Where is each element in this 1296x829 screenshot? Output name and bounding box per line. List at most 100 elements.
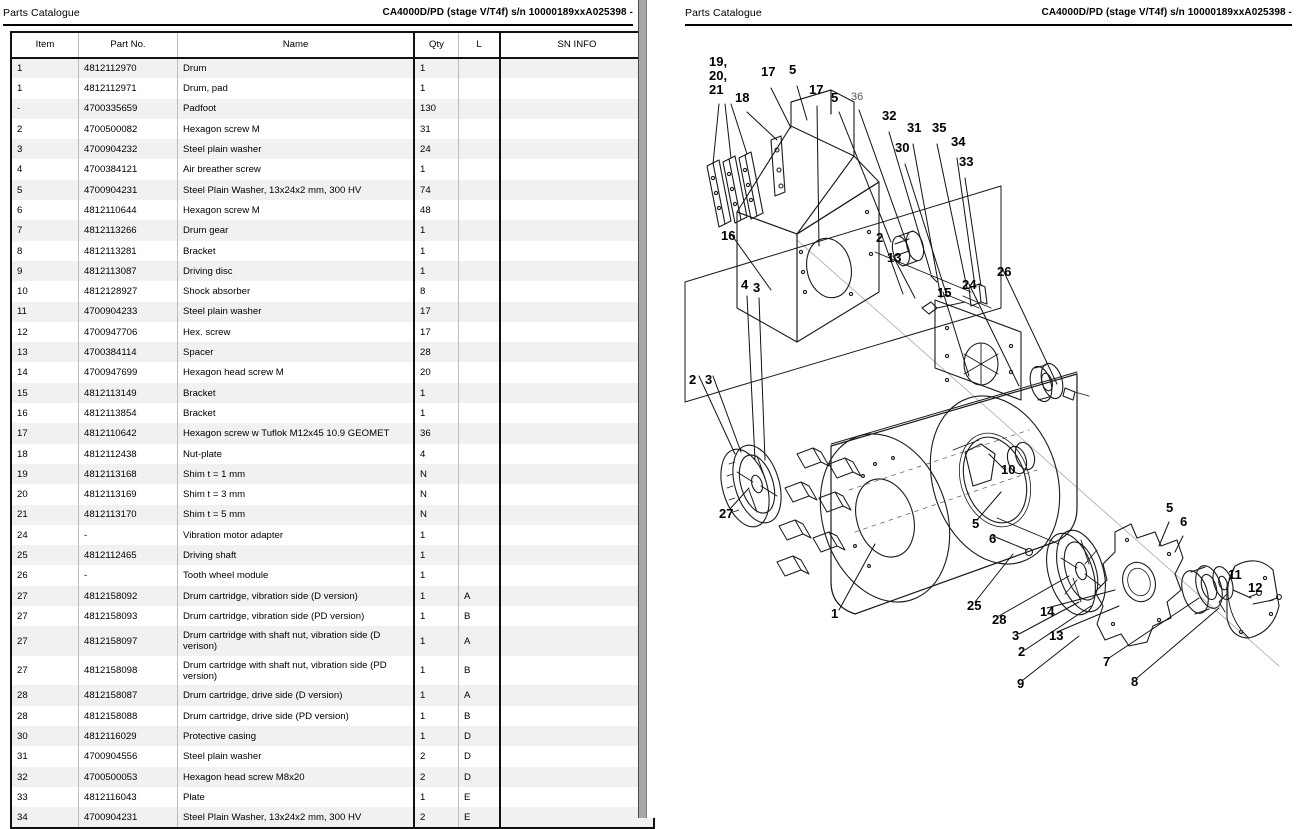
- cell-item: 6: [10, 200, 79, 221]
- cell-qty: 1: [413, 626, 459, 656]
- protective-casing-8: [1218, 560, 1280, 639]
- small-fasteners-30-32: [921, 275, 992, 315]
- column-header-sn-info: SN INFO: [499, 31, 655, 59]
- callout-c9: 9: [1017, 676, 1024, 691]
- cell-qty: 1: [413, 382, 459, 404]
- cell-qty: 1: [413, 705, 459, 727]
- cell-item: 3: [10, 139, 79, 160]
- cell-part-no: 4812113281: [78, 240, 178, 261]
- cell-name: Hex. screw: [177, 321, 415, 343]
- cell-part-no: 4812110644: [78, 200, 178, 221]
- cell-part-no: 4812113854: [78, 403, 178, 424]
- cell-l: A: [458, 585, 501, 607]
- cell-qty: 1: [413, 786, 459, 808]
- cell-name: Shim t = 1 mm: [177, 463, 415, 485]
- column-header-l: L: [458, 31, 501, 59]
- cell-name: Hexagon head screw M8x20: [177, 766, 415, 787]
- cell-sn-info: [499, 342, 655, 363]
- cell-name: Nut-plate: [177, 443, 415, 464]
- callout-c5a: 5: [789, 62, 796, 77]
- cell-name: Drum cartridge, drive side (PD version): [177, 705, 415, 727]
- cell-l: [458, 565, 501, 586]
- cell-name: Padfoot: [177, 98, 415, 119]
- cell-item: 26: [10, 565, 79, 586]
- cell-part-no: 4700904233: [78, 301, 178, 322]
- cell-l: [458, 382, 501, 404]
- cell-sn-info: [499, 685, 655, 706]
- cell-item: 13: [10, 342, 79, 363]
- cell-sn-info: [499, 200, 655, 221]
- cell-l: [458, 240, 501, 261]
- cell-qty: 2: [413, 766, 459, 787]
- callout-c24: 24: [962, 277, 977, 292]
- cell-l: [458, 524, 501, 546]
- cell-name: Plate: [177, 786, 415, 808]
- cell-qty: N: [413, 484, 459, 505]
- callout-c12: 12: [1248, 580, 1262, 595]
- cell-part-no: 4700947699: [78, 362, 178, 383]
- cell-sn-info: [499, 746, 655, 767]
- cell-qty: 1: [413, 585, 459, 607]
- cell-part-no: 4812116043: [78, 786, 178, 808]
- cell-l: [458, 443, 501, 464]
- cell-sn-info: [499, 78, 655, 99]
- cell-item: 12: [10, 321, 79, 343]
- cell-sn-info: [499, 139, 655, 160]
- cell-sn-info: [499, 403, 655, 424]
- gutter-left-edge: [638, 0, 639, 818]
- callout-c11: 11: [1228, 567, 1242, 582]
- cell-sn-info: [499, 606, 655, 627]
- callout-c35: 35: [932, 120, 946, 135]
- cell-l: B: [458, 705, 501, 727]
- callout-c6a: 6: [989, 531, 996, 546]
- column-header-qty: Qty: [413, 31, 459, 59]
- cell-l: [458, 118, 501, 140]
- cell-sn-info: [499, 443, 655, 464]
- callout-c4: 4: [741, 277, 749, 292]
- right-header-rule: [685, 23, 1292, 26]
- cell-name: Shim t = 5 mm: [177, 504, 415, 525]
- cell-sn-info: [499, 705, 655, 727]
- cell-name: Hexagon screw M: [177, 200, 415, 221]
- cell-part-no: 4700947706: [78, 321, 178, 343]
- cell-l: B: [458, 655, 501, 686]
- cell-l: [458, 545, 501, 566]
